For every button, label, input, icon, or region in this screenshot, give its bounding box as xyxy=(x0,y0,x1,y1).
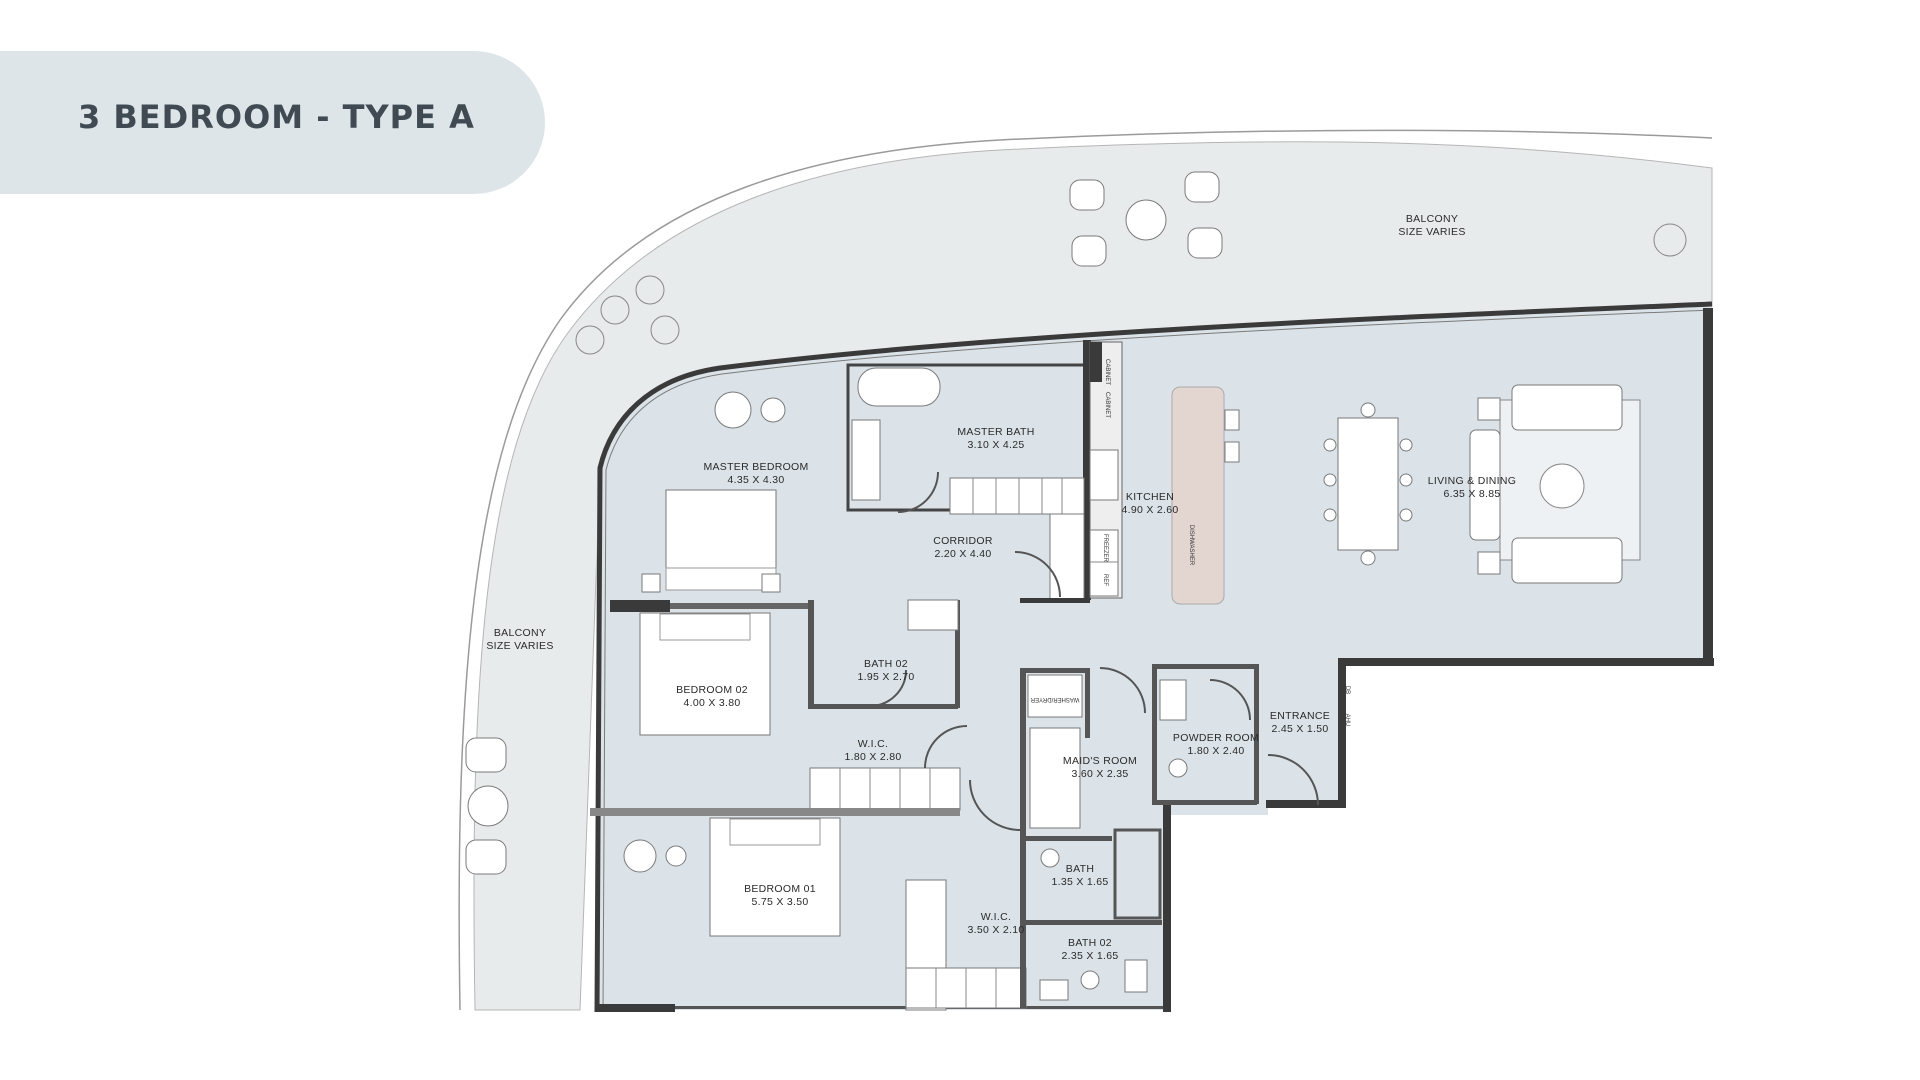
svg-text:SIZE VARIES: SIZE VARIES xyxy=(1398,226,1465,238)
corridor-label: CORRIDOR 2.20 X 4.40 xyxy=(933,535,993,560)
svg-text:4.90 X 2.60: 4.90 X 2.60 xyxy=(1121,504,1178,516)
svg-text:BATH: BATH xyxy=(1066,863,1094,875)
svg-text:POWDER ROOM: POWDER ROOM xyxy=(1173,732,1259,744)
balcony-top-label: BALCONY SIZE VARIES xyxy=(1398,213,1465,238)
svg-text:MAID'S ROOM: MAID'S ROOM xyxy=(1063,755,1137,767)
bath02-upper-label: BATH 02 1.95 X 2.70 xyxy=(857,658,914,683)
svg-text:BATH 02: BATH 02 xyxy=(1068,937,1112,949)
svg-text:BEDROOM 01: BEDROOM 01 xyxy=(744,883,816,895)
wic-upper-label: W.I.C. 1.80 X 2.80 xyxy=(844,738,901,763)
svg-text:SIZE VARIES: SIZE VARIES xyxy=(486,640,553,652)
svg-text:CORRIDOR: CORRIDOR xyxy=(933,535,993,547)
svg-text:1.80 X 2.40: 1.80 X 2.40 xyxy=(1187,745,1244,757)
powder-room-label: POWDER ROOM 1.80 X 2.40 xyxy=(1173,732,1259,757)
svg-text:2.35 X 1.65: 2.35 X 1.65 xyxy=(1061,950,1118,962)
svg-text:ENTRANCE: ENTRANCE xyxy=(1270,710,1330,722)
svg-text:KITCHEN: KITCHEN xyxy=(1126,491,1174,503)
svg-text:4.00 X 3.80: 4.00 X 3.80 xyxy=(683,697,740,709)
plan-title: 3 BEDROOM - TYPE A xyxy=(78,98,475,136)
svg-text:2.20 X 4.40: 2.20 X 4.40 xyxy=(934,548,991,560)
master-bedroom-label: MASTER BEDROOM 4.35 X 4.30 xyxy=(703,461,808,486)
svg-text:3.50 X 2.10: 3.50 X 2.10 xyxy=(967,924,1024,936)
svg-text:1.80 X 2.80: 1.80 X 2.80 xyxy=(844,751,901,763)
living-dining-label: LIVING & DINING 6.35 X 8.85 xyxy=(1428,475,1517,500)
balcony-left-label: BALCONY SIZE VARIES xyxy=(486,627,553,652)
svg-text:1.35 X 1.65: 1.35 X 1.65 xyxy=(1051,876,1108,888)
svg-text:MASTER BATH: MASTER BATH xyxy=(957,426,1034,438)
svg-text:BATH 02: BATH 02 xyxy=(864,658,908,670)
washer-dryer-tag: WASHER/DRYER xyxy=(1030,696,1079,702)
svg-text:3.10 X 4.25: 3.10 X 4.25 xyxy=(967,439,1024,451)
cabinet-tag-2: CABINET xyxy=(1104,392,1110,418)
bedroom02-label: BEDROOM 02 4.00 X 3.80 xyxy=(676,684,748,709)
bath-label: BATH 1.35 X 1.65 xyxy=(1051,863,1108,888)
entrance-label: ENTRANCE 2.45 X 1.50 xyxy=(1270,710,1330,735)
freezer-tag: FREEZER xyxy=(1102,534,1108,563)
ahu-tag: AHU xyxy=(1344,714,1350,727)
kitchen-island xyxy=(1171,386,1225,605)
svg-text:BEDROOM 02: BEDROOM 02 xyxy=(676,684,748,696)
svg-text:W.I.C.: W.I.C. xyxy=(981,911,1011,923)
kitchen-label: KITCHEN 4.90 X 2.60 xyxy=(1121,491,1178,516)
svg-text:BALCONY: BALCONY xyxy=(494,627,546,639)
svg-text:6.35 X 8.85: 6.35 X 8.85 xyxy=(1443,488,1500,500)
svg-text:BALCONY: BALCONY xyxy=(1406,213,1458,225)
bedroom01-label: BEDROOM 01 5.75 X 3.50 xyxy=(744,883,816,908)
svg-text:W.I.C.: W.I.C. xyxy=(858,738,888,750)
bath02-lower-label: BATH 02 2.35 X 1.65 xyxy=(1061,937,1118,962)
svg-text:4.35 X 4.30: 4.35 X 4.30 xyxy=(727,474,784,486)
svg-text:1.95 X 2.70: 1.95 X 2.70 xyxy=(857,671,914,683)
svg-text:MASTER BEDROOM: MASTER BEDROOM xyxy=(703,461,808,473)
db-tag: DB xyxy=(1344,686,1350,694)
maids-room-label: MAID'S ROOM 3.60 X 2.35 xyxy=(1063,755,1137,780)
dishwasher-tag: DISHWASHER xyxy=(1188,525,1194,566)
title-banner xyxy=(0,51,545,194)
ref-tag: REF xyxy=(1102,574,1108,586)
svg-text:3.60 X 2.35: 3.60 X 2.35 xyxy=(1071,768,1128,780)
cabinet-tag: CABINET xyxy=(1104,359,1110,385)
dining-table xyxy=(1337,417,1399,551)
master-bath-label: MASTER BATH 3.10 X 4.25 xyxy=(957,426,1034,451)
svg-text:2.45 X 1.50: 2.45 X 1.50 xyxy=(1271,723,1328,735)
svg-text:LIVING & DINING: LIVING & DINING xyxy=(1428,475,1517,487)
svg-text:5.75 X 3.50: 5.75 X 3.50 xyxy=(751,896,808,908)
wic-lower-label: W.I.C. 3.50 X 2.10 xyxy=(967,911,1024,936)
